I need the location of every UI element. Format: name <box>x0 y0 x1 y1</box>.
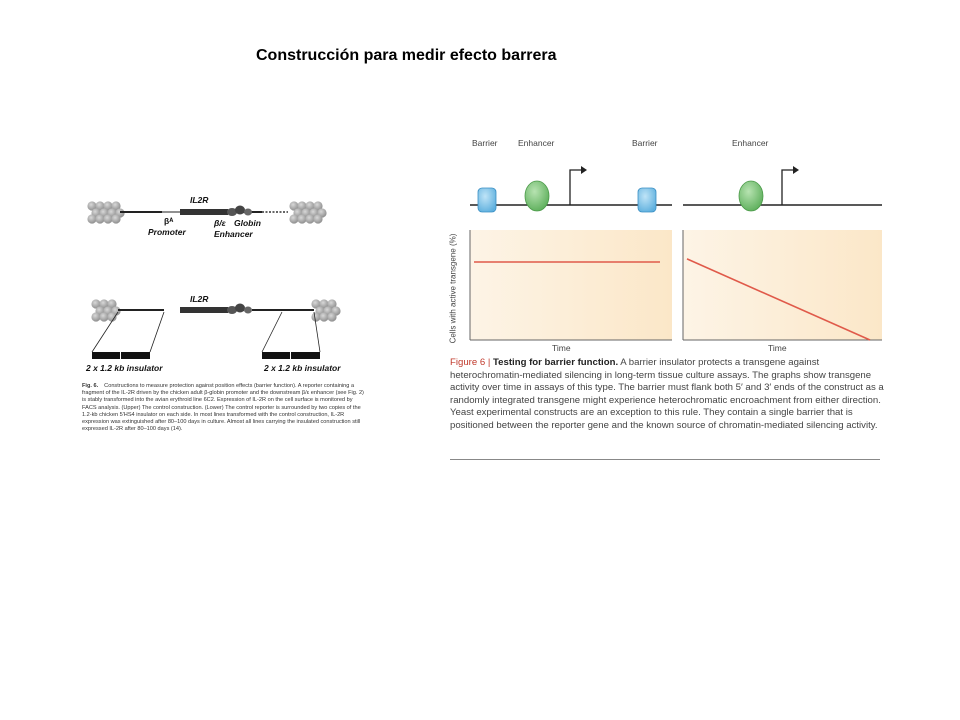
right-caption-number: Figure 6 | <box>450 357 491 368</box>
promoter-arrowhead-control <box>793 166 799 174</box>
right-caption-heading: Testing for barrier function. <box>493 357 619 368</box>
header-enhancer-2: Enhancer <box>732 138 769 148</box>
nucleosome-cluster-right-upper <box>289 201 327 224</box>
enhancer-beta-label: β/ε <box>214 218 226 228</box>
enhancer-element-control <box>738 180 764 212</box>
plot-panel-control <box>683 230 882 340</box>
gene-label-upper: IL2R <box>190 195 209 205</box>
left-caption-text: Constructions to measure protection agai… <box>82 383 364 433</box>
nucleosome-cluster-left-lower <box>91 299 121 322</box>
enhancer-beads-lower <box>227 303 252 314</box>
insulator-block-right <box>262 352 320 359</box>
header-barrier-2: Barrier <box>632 138 658 148</box>
right-figure: Barrier Enhancer Barrier Enhancer Time T… <box>440 130 890 465</box>
trend-line-control <box>686 258 871 341</box>
y-axis-label: Cells with active transgene (%) <box>448 233 458 344</box>
barrier-element-left <box>477 187 497 213</box>
globin-label: Globin <box>234 218 261 228</box>
promoter-arrowhead-insulated <box>581 166 587 174</box>
header-barrier-1: Barrier <box>472 138 498 148</box>
barrier-assay-diagram <box>469 166 882 341</box>
time-label-right: Time <box>768 343 787 353</box>
barrier-element-right <box>637 187 657 213</box>
gene-label-lower: IL2R <box>190 294 209 304</box>
promoter-label: Promoter <box>148 227 186 237</box>
slide-title: Construcción para medir efecto barrera <box>256 47 557 64</box>
nucleosome-cluster-left-upper <box>87 201 125 224</box>
promoter-arrow-control <box>781 169 795 205</box>
insulator-label-right: 2 x 1.2 kb insulator <box>264 363 341 373</box>
promoter-beta-label: βᴬ <box>164 216 174 226</box>
left-caption-tag: Fig. 6. <box>82 383 99 389</box>
insulator-label-left: 2 x 1.2 kb insulator <box>86 363 163 373</box>
right-caption-text: A barrier insulator protects a transgene… <box>450 357 884 431</box>
left-figure-caption: Fig. 6.Constructions to measure protecti… <box>82 383 368 433</box>
enhancer-element-insulated <box>524 180 550 212</box>
enhancer-label-left: Enhancer <box>214 229 253 239</box>
time-label-left: Time <box>552 343 571 353</box>
nucleosome-cluster-right-lower <box>311 299 341 322</box>
plot-panel-insulated <box>470 230 672 340</box>
header-enhancer-1: Enhancer <box>518 138 555 148</box>
promoter-arrow-insulated <box>569 169 583 205</box>
right-figure-caption: Figure 6 | Testing for barrier function.… <box>450 357 888 433</box>
enhancer-beads-upper <box>227 205 252 216</box>
caption-rule <box>450 459 880 460</box>
insulator-block-left <box>92 352 150 359</box>
left-figure: IL2R βᴬ Promoter β/ε Globin Enhancer IL2… <box>82 192 370 482</box>
left-construct-diagram <box>87 201 341 359</box>
